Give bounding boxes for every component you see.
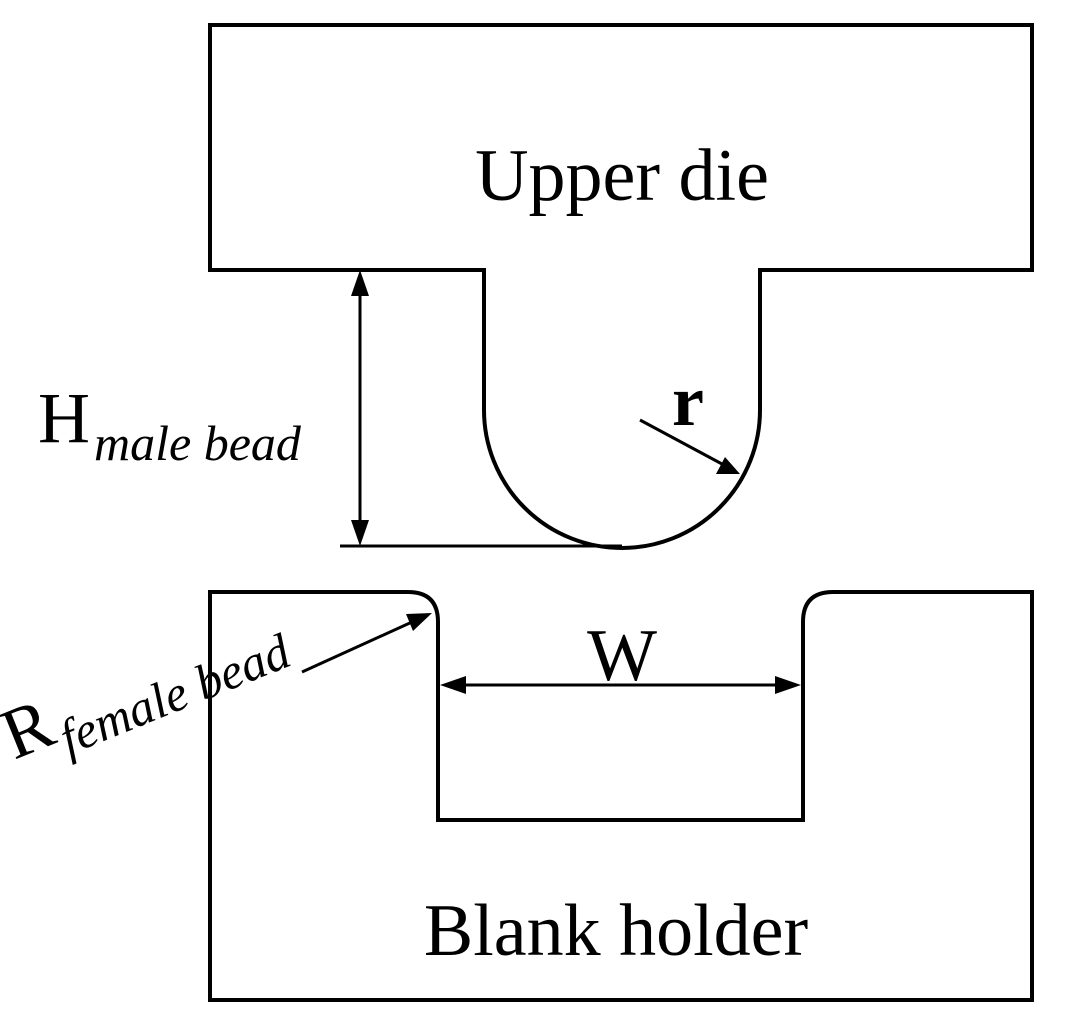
h-male-bead-label: H male bead bbox=[38, 378, 302, 471]
w-label: W bbox=[587, 615, 657, 697]
R-symbol: R bbox=[0, 683, 65, 775]
r-leader-line bbox=[639, 418, 723, 466]
h-subscript: male bead bbox=[94, 415, 302, 471]
R-female-bead-label: R female bead bbox=[0, 590, 299, 785]
r-label: r bbox=[672, 361, 704, 441]
w-arrow-right bbox=[775, 676, 801, 694]
h-arrow-bottom bbox=[351, 520, 369, 546]
R-arrow bbox=[406, 613, 432, 631]
h-arrow-top bbox=[351, 270, 369, 296]
R-female-bead-label-group: R female bead bbox=[0, 590, 299, 785]
r-arrow bbox=[716, 457, 740, 474]
w-arrow-left bbox=[440, 676, 466, 694]
R-leader-line bbox=[301, 620, 413, 674]
blank-holder-label: Blank holder bbox=[424, 890, 808, 972]
blank-holder-outline bbox=[208, 590, 1034, 1002]
R-subscript: female bead bbox=[51, 622, 298, 765]
upper-die-outline bbox=[208, 23, 1034, 550]
upper-die-label: Upper die bbox=[475, 135, 769, 217]
h-symbol: H bbox=[38, 378, 90, 458]
